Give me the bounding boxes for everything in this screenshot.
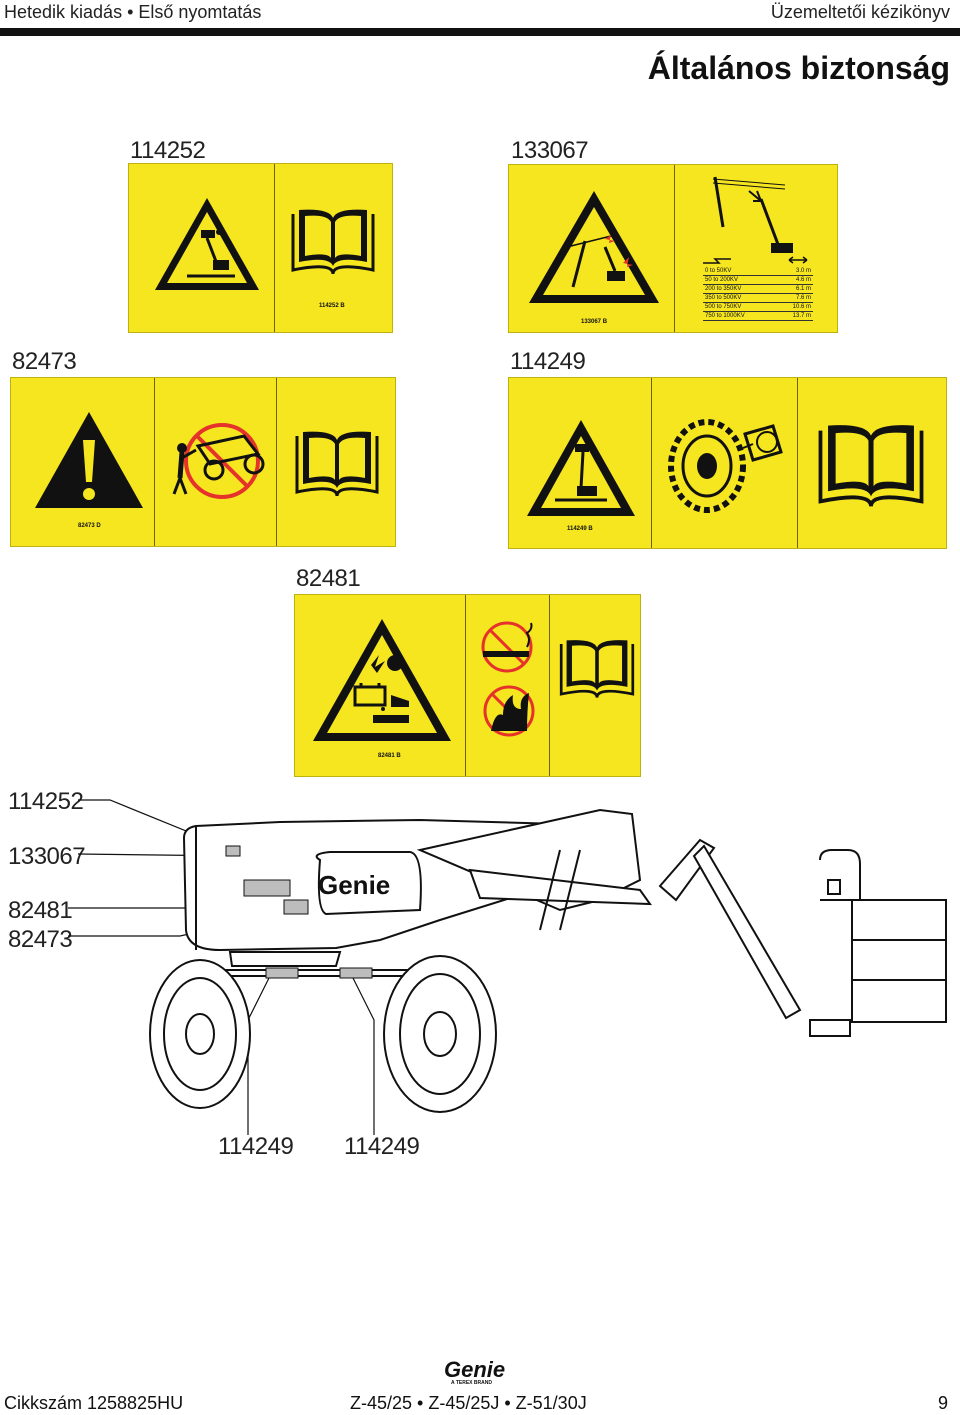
general-warning-icon — [35, 412, 143, 508]
no-tow-prohibition-icon — [172, 423, 265, 499]
distance-cell: 3.0 m — [775, 267, 813, 276]
distance-cell: 7.6 m — [775, 293, 813, 303]
voltage-cell: 350 to 500KV — [703, 293, 776, 303]
decal-82481-number: 82481 — [296, 565, 361, 592]
voltage-cell: 500 to 750KV — [703, 302, 776, 312]
callout-82481: 82481 — [8, 897, 73, 924]
footer-logo-sub: A TEREX BRAND — [451, 1380, 492, 1386]
decal-133067-number: 133067 — [511, 137, 589, 164]
footer-models: Z-45/25 • Z-45/25J • Z-51/30J — [350, 1393, 587, 1413]
tire-and-wheel-hub-icon — [668, 419, 783, 513]
read-manual-icon — [818, 425, 924, 507]
header-left: Hetedik kiadás • Első nyomtatás — [4, 2, 262, 22]
no-smoking-icon — [481, 621, 533, 673]
callout-114252: 114252 — [8, 788, 84, 815]
read-manual-icon — [295, 431, 379, 497]
battery-acid-hazard-warning-icon — [313, 619, 451, 741]
distance-cell: 13.7 m — [775, 311, 813, 321]
decal-114249: 114249 B — [508, 377, 947, 549]
page-number: 9 — [937, 1393, 948, 1413]
distance-cell: 6.1 m — [775, 284, 813, 294]
fall-hazard-warning-icon — [155, 198, 259, 290]
decal-133067-code: 133067 B — [581, 319, 608, 325]
machine-logo: Genie — [318, 870, 390, 900]
decal-114252: 114252 B — [128, 163, 393, 333]
decal-114249-number: 114249 — [510, 348, 586, 375]
voltage-cell: 50 to 200KV — [703, 275, 776, 285]
callout-114249-left: 114249 — [218, 1133, 294, 1160]
minimum-safe-approach-distance-icon — [712, 176, 793, 253]
boom-lift-diagram: Genie — [68, 799, 947, 1135]
read-manual-icon — [559, 640, 635, 698]
decal-114252-code: 114252 B — [319, 303, 345, 309]
tip-over-hazard-warning-icon — [527, 420, 635, 516]
electrocution-hazard-warning-icon — [529, 191, 659, 303]
callout-133067: 133067 — [8, 843, 86, 870]
decal-82473-code: 82473 D — [78, 523, 101, 529]
footer-part-number: Cikkszám 1258825HU — [4, 1393, 184, 1413]
lightning-icon — [703, 258, 731, 264]
no-open-flame-icon — [483, 685, 535, 737]
distance-arrow-icon — [788, 256, 808, 264]
page-title: Általános biztonság — [647, 50, 950, 86]
voltage-cell: 750 to 1000KV — [703, 311, 776, 321]
decal-82481: 82481 B — [294, 594, 641, 777]
read-manual-icon — [291, 209, 375, 275]
distance-cell: 4.6 m — [775, 275, 813, 285]
header-rule — [0, 28, 960, 36]
header-right: Üzemeltetői kézikönyv — [770, 2, 950, 22]
decal-82481-code: 82481 B — [378, 753, 401, 759]
voltage-cell: 200 to 350KV — [703, 284, 776, 294]
decal-114252-number: 114252 — [130, 137, 206, 164]
decal-114249-code: 114249 B — [567, 526, 593, 532]
callout-82473: 82473 — [8, 926, 73, 953]
voltage-cell: 0 to 50KV — [703, 267, 776, 276]
distance-cell: 10.6 m — [775, 302, 813, 312]
footer-logo: Genie — [444, 1357, 506, 1382]
callout-114249-right: 114249 — [344, 1133, 420, 1160]
decal-82473: 82473 D — [10, 377, 396, 547]
decal-82473-number: 82473 — [12, 348, 77, 375]
